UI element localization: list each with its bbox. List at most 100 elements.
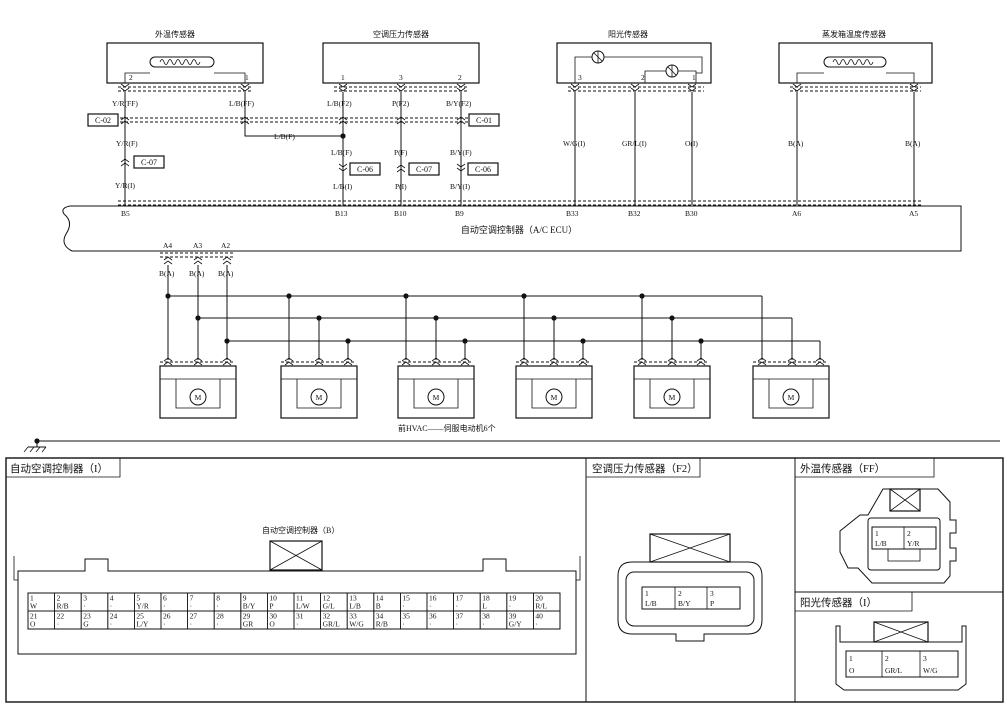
wire-label: Y/R(FF) (112, 99, 138, 108)
ecu-pin-wire: · (429, 602, 432, 611)
connector-tag: C-02 (95, 116, 111, 125)
pressure-pin-1: 1 (341, 73, 345, 82)
ecu-pin-number: 15 (402, 594, 410, 603)
ecu-pin-number: 10 (269, 594, 277, 603)
pin-wire: L/B (645, 599, 657, 608)
wire-labels: Y/R(FF) L/B(FF) L/B(F2) P(F2) B/Y(F2) Y/… (112, 99, 921, 191)
ecu-pin-wire: B (376, 602, 381, 611)
panel-title: 空调压力传感器（F2） (592, 462, 698, 475)
ecu-b-label: 自动空调控制器（B） (262, 525, 339, 535)
ecu-pin-wire: B/Y (243, 602, 256, 611)
ecu-pin-wire: · (163, 602, 166, 611)
connector-tags: C-02 C-01 C-07 C-06 C-07 C-06 (87, 113, 500, 176)
ecu-pin-number: 23 (83, 612, 91, 621)
pin-wire: O (849, 666, 855, 675)
wire-label: P(F2) (392, 99, 410, 108)
ecu-pin-number: 6 (163, 594, 167, 603)
servo-motor: M (633, 357, 711, 419)
wire-label: L/B(FF) (229, 99, 255, 108)
ecu-pin-wire: · (57, 620, 60, 629)
ecu-pin: B13 (335, 209, 348, 218)
pin-num: 2 (678, 589, 682, 598)
wire-label: L/B(I) (333, 182, 353, 191)
ecu-pin-wire: GR/L (323, 620, 341, 629)
pin-wire: P (710, 599, 714, 608)
wire-label: P(F) (394, 148, 408, 157)
ecu-pin-wire: · (83, 602, 86, 611)
evaporator-sensor-title: 蒸发箱温度传感器 (822, 29, 886, 39)
ecu-pin-number: 9 (243, 594, 247, 603)
wire-label: L/B(F2) (327, 99, 352, 108)
solar-pin-3: 3 (578, 73, 582, 82)
ecu-pin-number: 18 (482, 594, 490, 603)
motor-symbol: M (669, 393, 676, 402)
connector-tag: C-07 (416, 165, 432, 174)
solar-sensor-title: 阳光传感器 (608, 29, 648, 39)
wire-label: B(A) (218, 269, 234, 278)
connector-tag: C-01 (476, 116, 492, 125)
ecu-pin: B32 (628, 209, 641, 218)
evaporator-temp-sensor: 蒸发箱温度传感器 (778, 29, 933, 84)
pin-wire: GR/L (885, 666, 903, 675)
wire-label: W/G(I) (563, 139, 586, 148)
ecu-pin-wire: O (30, 620, 36, 629)
ecu-pin-wire: L/Y (136, 620, 149, 629)
solar-sensor: 阳光传感器 3 2 1 (556, 29, 712, 84)
motor-icon (663, 388, 681, 406)
pressure-sensor-title: 空调压力传感器 (373, 29, 429, 39)
ecu-pin: B33 (566, 209, 579, 218)
ecu-pin-wire: Y/R (136, 602, 149, 611)
ecu-pin-number: 24 (110, 612, 118, 621)
motor-symbol: M (433, 393, 440, 402)
ecu-pin-number: 1 (30, 594, 34, 603)
pin-num: 3 (923, 654, 927, 663)
ecu-pin: A5 (909, 209, 918, 218)
ecu-pin-wire: G/L (323, 602, 336, 611)
ecu-pin-wire: L/W (296, 602, 311, 611)
motor-icon (310, 388, 328, 406)
ecu-pin-wire: · (535, 620, 538, 629)
wire-label: B(A) (788, 139, 804, 148)
wire-label: O(I) (685, 139, 698, 148)
ecu-pin-number: 5 (136, 594, 140, 603)
ecu-label: 自动空调控制器（A/C ECU） (461, 224, 577, 235)
connector-tag: C-07 (141, 158, 157, 167)
ecu-pin-number: 40 (535, 612, 543, 621)
ecu-pin-wire: O (269, 620, 275, 629)
ecu-pin: A2 (221, 241, 230, 250)
ecu-pin-number: 7 (190, 594, 194, 603)
pressure-sensor: 空调压力传感器 1 3 2 (322, 29, 480, 84)
servo-motors: M M M M M (159, 357, 830, 433)
wire-label: Y/R(I) (115, 181, 135, 190)
pin-num: 1 (875, 529, 879, 538)
thermistor-icon (159, 59, 201, 65)
pin-wire: L/B (875, 539, 887, 548)
panel-title: 外温传感器（FF） (800, 462, 885, 475)
ecu-pin-number: 25 (136, 612, 144, 621)
ecu-pin-number: 35 (402, 612, 410, 621)
ecu-pin-number: 27 (190, 612, 198, 621)
motors-caption: 前HVAC——伺服电动机6个 (398, 423, 496, 433)
ecu-pin-number: 28 (216, 612, 224, 621)
panel-title: 阳光传感器（I） (800, 596, 877, 609)
pin-num: 1 (645, 589, 649, 598)
ecu-pin-wire: · (482, 620, 485, 629)
ecu-pin-wire: · (509, 602, 512, 611)
ecu-pin-wire: · (456, 602, 459, 611)
ecu-pin-wire: W/G (349, 620, 364, 629)
thermistor-icon (832, 59, 874, 65)
ecu-pin-number: 17 (456, 594, 464, 603)
solar-pin-1: 1 (692, 73, 696, 82)
connector-tag: C-06 (475, 165, 491, 174)
ecu-pin-number: 32 (323, 612, 331, 621)
ecu-pin: A3 (193, 241, 202, 250)
ecu-pin-wire: · (163, 620, 166, 629)
ecu-pin-cell (533, 610, 561, 630)
wire-label: B/Y(I) (450, 182, 470, 191)
ground-line (23, 438, 1000, 453)
ambient-connector-panel: 外温传感器（FF） 1 L/B 2 Y/R (795, 458, 957, 584)
wire-label: P(I) (395, 182, 407, 191)
wire-label: L/B(F) (331, 148, 352, 157)
servo-motor: M (397, 357, 475, 419)
panel-title: 自动空调控制器（I） (10, 462, 108, 475)
